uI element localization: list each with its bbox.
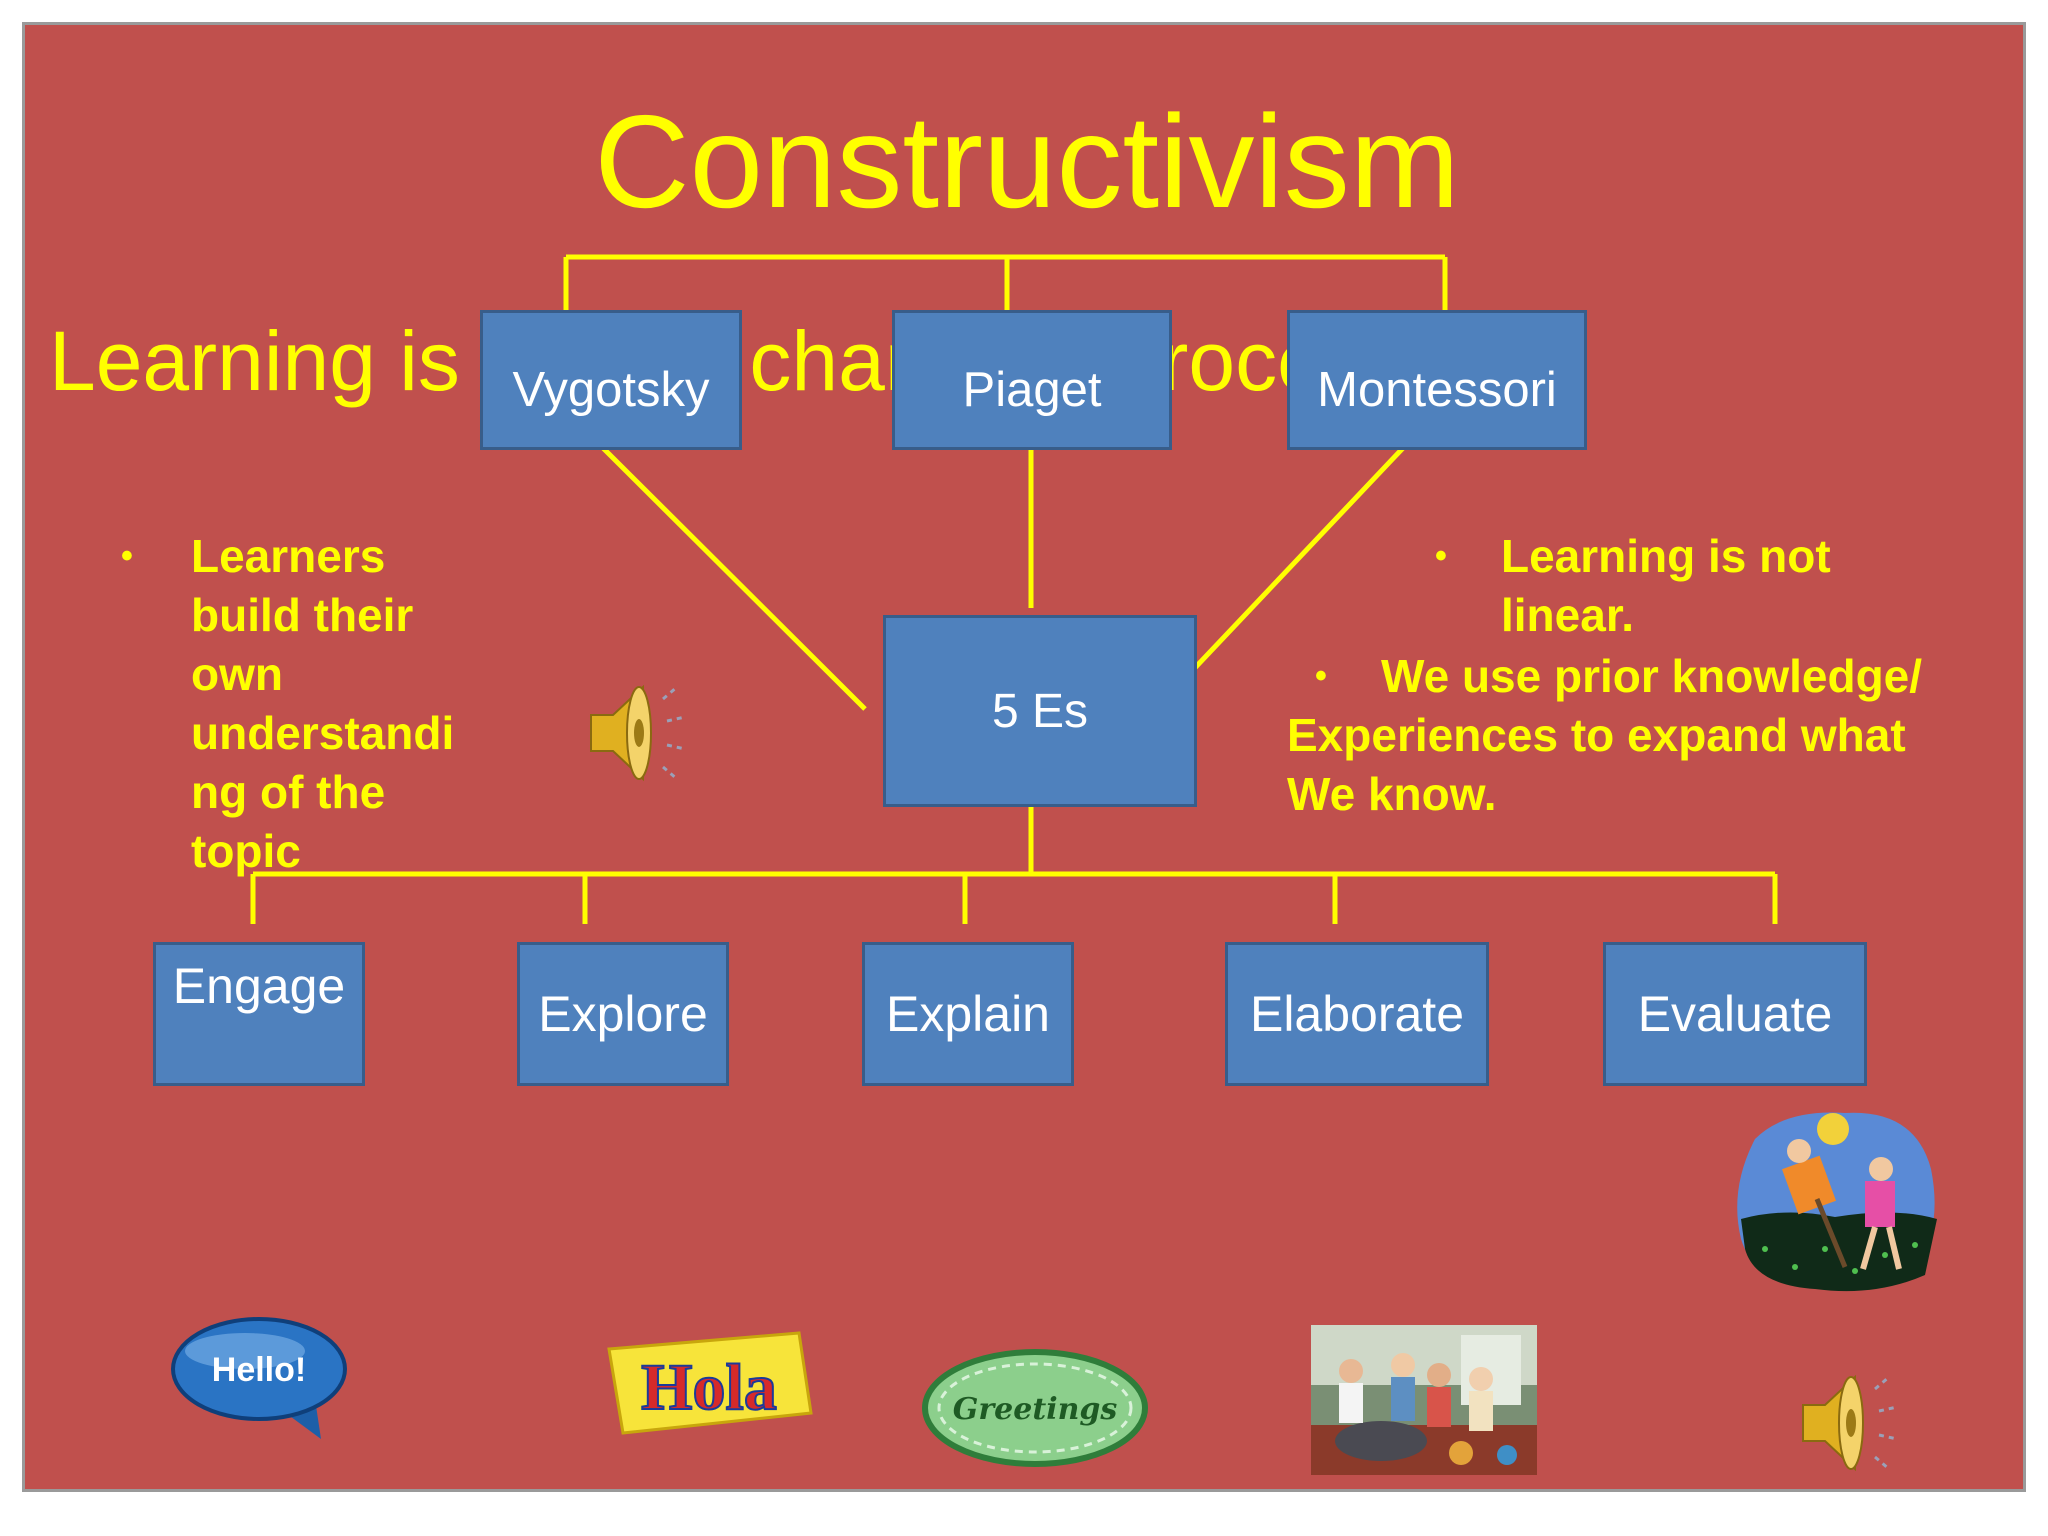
bullet-line: We use prior knowledge/ xyxy=(1381,650,1923,702)
phase-box-elaborate[interactable]: Elaborate xyxy=(1225,942,1489,1086)
bullet-dot: • xyxy=(1315,657,1327,695)
bullet-line: We know. xyxy=(1287,768,1497,820)
right-bullet-list-2: We use prior knowledge/ xyxy=(1381,647,1922,706)
bullet-line: Learning is not xyxy=(1501,530,1831,582)
bullet-line: build their xyxy=(191,589,414,641)
greetings-text: Greetings xyxy=(953,1392,1118,1427)
phase-label: Explain xyxy=(886,986,1050,1042)
theorist-box-vygotsky[interactable]: Vygotsky xyxy=(480,310,742,450)
slide-title: Constructivism xyxy=(594,88,1460,235)
phase-label: Evaluate xyxy=(1637,986,1833,1042)
center-box-5es[interactable]: 5 Es xyxy=(883,615,1197,807)
bullet-line: understandi xyxy=(191,707,455,759)
right-bullet-list-1: Learning is not linear. xyxy=(1501,527,1831,645)
speaker-icon[interactable] xyxy=(1785,1363,1905,1483)
family-photo xyxy=(1311,1325,1537,1475)
hola-sign: Hola xyxy=(607,1331,813,1435)
greetings-oval: Greetings xyxy=(922,1349,1148,1467)
theorist-label: Vygotsky xyxy=(512,363,710,417)
center-label: 5 Es xyxy=(991,684,1089,738)
slide: Constructivism Learning is active, chang… xyxy=(22,22,2026,1492)
bullet-line: Experiences to expand what xyxy=(1287,709,1906,761)
theorist-box-montessori[interactable]: Montessori xyxy=(1287,310,1587,450)
theorist-label: Piaget xyxy=(962,363,1102,417)
phase-box-evaluate[interactable]: Evaluate xyxy=(1603,942,1867,1086)
bullet-line: own xyxy=(191,648,283,700)
left-bullet-list: Learners build their own understandi ng … xyxy=(191,527,454,881)
theorist-label: Montessori xyxy=(1317,363,1557,417)
bullet-line: ng of the xyxy=(191,766,386,818)
bullet-line: Learners xyxy=(191,530,386,582)
speaker-icon[interactable] xyxy=(573,673,693,793)
phase-box-explore[interactable]: Explore xyxy=(517,942,729,1086)
speech-bubble-text: Hello! xyxy=(212,1351,306,1389)
phase-label: Elaborate xyxy=(1249,986,1465,1042)
phase-box-explain[interactable]: Explain xyxy=(862,942,1074,1086)
bullet-dot: • xyxy=(121,537,133,575)
bullet-dot: • xyxy=(1435,537,1447,575)
hola-text: Hola xyxy=(641,1351,777,1424)
kids-gardening-clipart xyxy=(1737,1112,1937,1292)
speech-bubble-hello: Hello! xyxy=(171,1317,347,1439)
right-bullet-continuation: Experiences to expand what We know. xyxy=(1287,706,1906,824)
phase-box-engage[interactable]: Engage xyxy=(153,942,365,1086)
connector-lines xyxy=(250,254,1778,924)
phase-label: Explore xyxy=(538,986,708,1042)
bullet-line: linear. xyxy=(1501,589,1634,641)
phase-label: Engage xyxy=(172,958,346,1014)
theorist-box-piaget[interactable]: Piaget xyxy=(892,310,1172,450)
bullet-line: topic xyxy=(191,825,301,877)
